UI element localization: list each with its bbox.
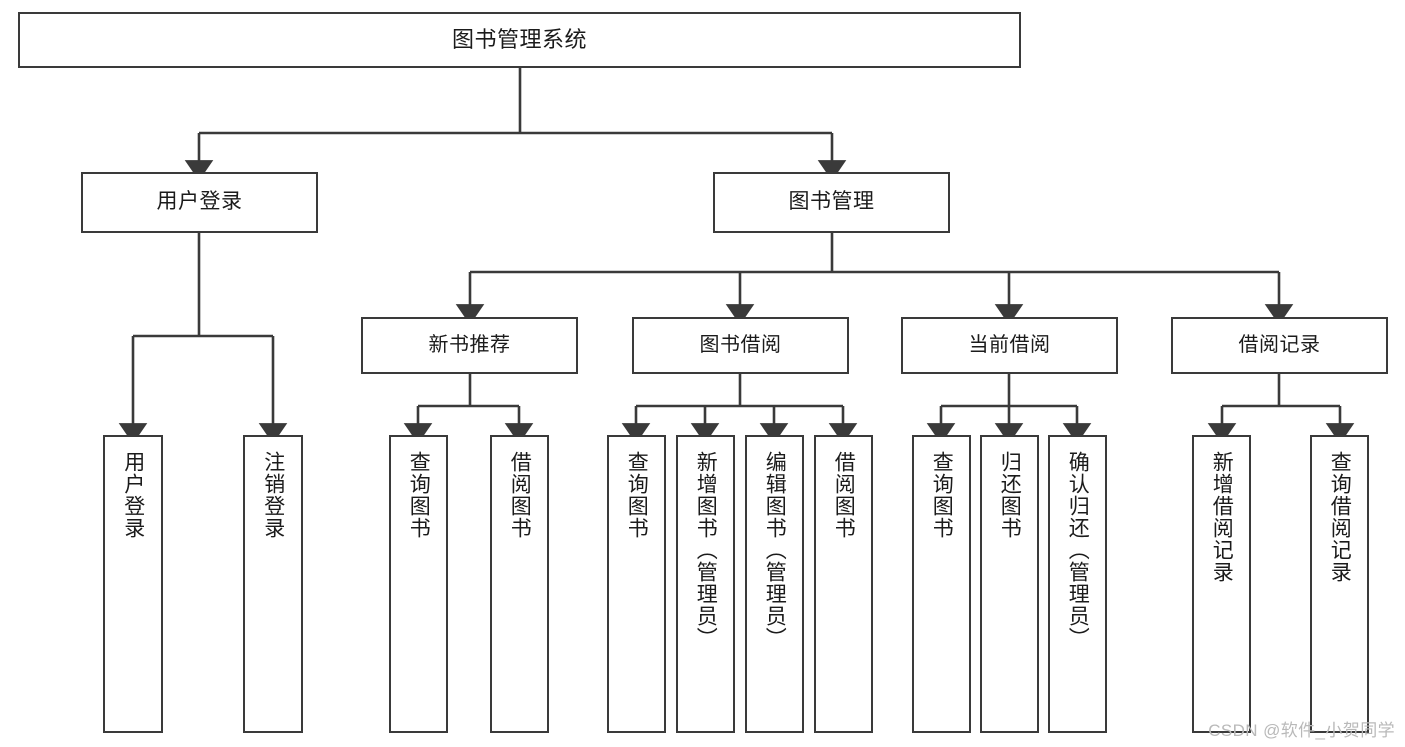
node-current-borrow[interactable]: 当前借阅 [901,317,1118,374]
node-leaf-edit-book-label: 编辑图书（管理员） [763,451,787,649]
node-current-borrow-label: 当前借阅 [968,334,1051,356]
node-leaf-query-record[interactable]: 查询借阅记录 [1310,435,1369,733]
node-leaf-query-book-1-label: 查询图书 [407,451,431,539]
node-leaf-borrow-book-1-label: 借阅图书 [508,451,532,539]
node-leaf-query-book-2-label: 查询图书 [625,451,649,539]
node-leaf-add-record[interactable]: 新增借阅记录 [1192,435,1251,733]
node-leaf-add-book-label: 新增图书（管理员） [694,451,718,649]
node-leaf-logout-label: 注销登录 [261,451,285,539]
node-book-manage[interactable]: 图书管理 [713,172,950,233]
node-user-login-label: 用户登录 [156,190,243,214]
node-leaf-add-record-label: 新增借阅记录 [1210,451,1234,583]
node-leaf-query-record-label: 查询借阅记录 [1328,451,1352,583]
node-book-borrow-label: 图书借阅 [699,334,782,356]
node-leaf-edit-book[interactable]: 编辑图书（管理员） [745,435,804,733]
node-book-borrow[interactable]: 图书借阅 [632,317,849,374]
node-leaf-query-book-2[interactable]: 查询图书 [607,435,666,733]
node-leaf-query-book-1[interactable]: 查询图书 [389,435,448,733]
node-leaf-query-book-3[interactable]: 查询图书 [912,435,971,733]
node-new-book-rec-label: 新书推荐 [428,334,511,356]
node-leaf-confirm-return-label: 确认归还（管理员） [1066,451,1090,649]
node-book-manage-label: 图书管理 [788,190,875,214]
node-leaf-user-login-label: 用户登录 [121,451,145,539]
node-leaf-confirm-return[interactable]: 确认归还（管理员） [1048,435,1107,733]
node-leaf-query-book-3-label: 查询图书 [930,451,954,539]
node-root[interactable]: 图书管理系统 [18,12,1021,68]
node-leaf-add-book[interactable]: 新增图书（管理员） [676,435,735,733]
node-leaf-return-book-label: 归还图书 [998,451,1022,539]
node-user-login[interactable]: 用户登录 [81,172,318,233]
node-leaf-return-book[interactable]: 归还图书 [980,435,1039,733]
csdn-watermark: CSDN @软件_小贺同学 [1208,721,1395,740]
node-borrow-record-label: 借阅记录 [1238,334,1321,356]
node-leaf-logout[interactable]: 注销登录 [243,435,303,733]
node-borrow-record[interactable]: 借阅记录 [1171,317,1388,374]
node-root-label: 图书管理系统 [451,27,587,53]
node-leaf-borrow-book-2[interactable]: 借阅图书 [814,435,873,733]
node-leaf-user-login[interactable]: 用户登录 [103,435,163,733]
node-new-book-rec[interactable]: 新书推荐 [361,317,578,374]
node-leaf-borrow-book-2-label: 借阅图书 [832,451,856,539]
node-leaf-borrow-book-1[interactable]: 借阅图书 [490,435,549,733]
